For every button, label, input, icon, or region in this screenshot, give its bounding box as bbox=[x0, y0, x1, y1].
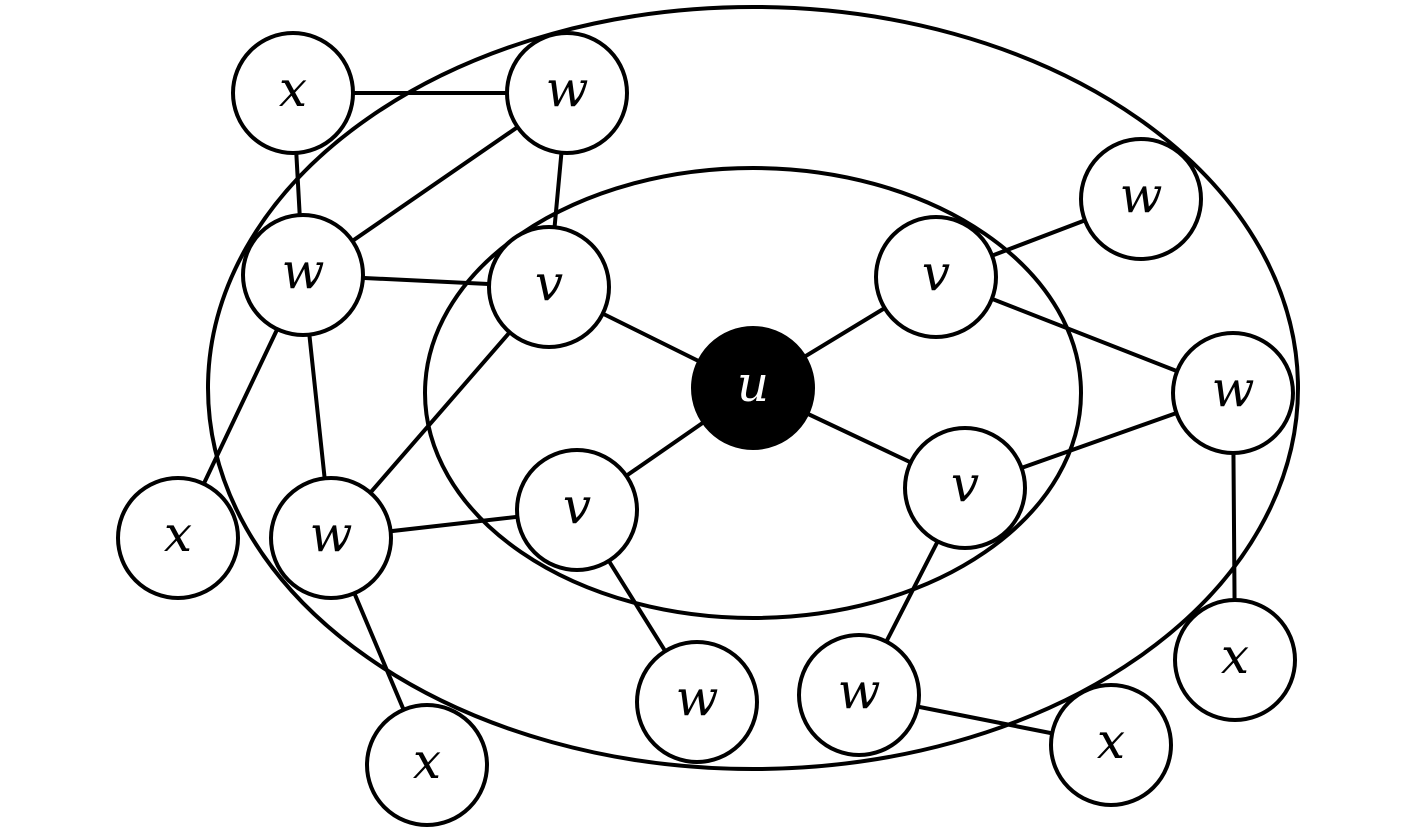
node-circle-w5 bbox=[1171, 331, 1295, 455]
node-w2: w bbox=[269, 476, 393, 600]
node-label-w1: w bbox=[546, 60, 589, 118]
node-x5: x bbox=[1049, 683, 1173, 807]
node-label-v3: v bbox=[563, 477, 591, 535]
inner-ring bbox=[423, 166, 1083, 620]
node-label-w2: w bbox=[310, 505, 353, 563]
node-circle-v3 bbox=[515, 448, 639, 572]
node-x1: x bbox=[231, 31, 355, 155]
node-w6: w bbox=[635, 640, 759, 764]
node-v1: v bbox=[487, 225, 611, 349]
node-w3: w bbox=[241, 213, 365, 337]
node-v4: v bbox=[903, 426, 1027, 550]
node-circle-w4 bbox=[1079, 137, 1203, 261]
node-label-x4: x bbox=[1221, 627, 1249, 685]
node-v2: v bbox=[874, 215, 998, 339]
node-label-x2: x bbox=[164, 505, 192, 563]
node-label-w5: w bbox=[1212, 360, 1255, 418]
node-circle-x5 bbox=[1049, 683, 1173, 807]
outer-ring bbox=[206, 5, 1300, 771]
node-w5: w bbox=[1171, 331, 1295, 455]
node-label-w3: w bbox=[282, 242, 325, 300]
node-circle-w3 bbox=[241, 213, 365, 337]
node-circle-v1 bbox=[487, 225, 611, 349]
node-label-x1: x bbox=[279, 60, 307, 118]
node-circle-x2 bbox=[116, 476, 240, 600]
node-label-v2: v bbox=[922, 244, 950, 302]
node-label-x3: x bbox=[413, 732, 441, 790]
node-label-v1: v bbox=[535, 254, 563, 312]
node-label-v4: v bbox=[951, 455, 979, 513]
node-v3: v bbox=[515, 448, 639, 572]
node-w7: w bbox=[797, 633, 921, 757]
node-label-w6: w bbox=[676, 669, 719, 727]
node-circle-w6 bbox=[635, 640, 759, 764]
node-label-x5: x bbox=[1097, 712, 1125, 770]
node-x2: x bbox=[116, 476, 240, 600]
node-label-w7: w bbox=[838, 662, 881, 720]
node-circle-w1 bbox=[505, 31, 629, 155]
node-w1: w bbox=[505, 31, 629, 155]
node-x3: x bbox=[365, 703, 489, 827]
node-label-u: u bbox=[737, 355, 769, 413]
node-circle-w2 bbox=[269, 476, 393, 600]
node-w4: w bbox=[1079, 137, 1203, 261]
node-circle-x1 bbox=[231, 31, 355, 155]
node-circle-v2 bbox=[874, 215, 998, 339]
node-circle-v4 bbox=[903, 426, 1027, 550]
node-label-w4: w bbox=[1120, 166, 1163, 224]
node-circle-u bbox=[691, 326, 815, 450]
node-circle-x3 bbox=[365, 703, 489, 827]
node-circle-x4 bbox=[1173, 598, 1297, 722]
node-x4: x bbox=[1173, 598, 1297, 722]
node-u: u bbox=[691, 326, 815, 450]
node-circle-w7 bbox=[797, 633, 921, 757]
nodes-layer: u v v v v w w w w w w w x x x x x bbox=[116, 31, 1297, 827]
